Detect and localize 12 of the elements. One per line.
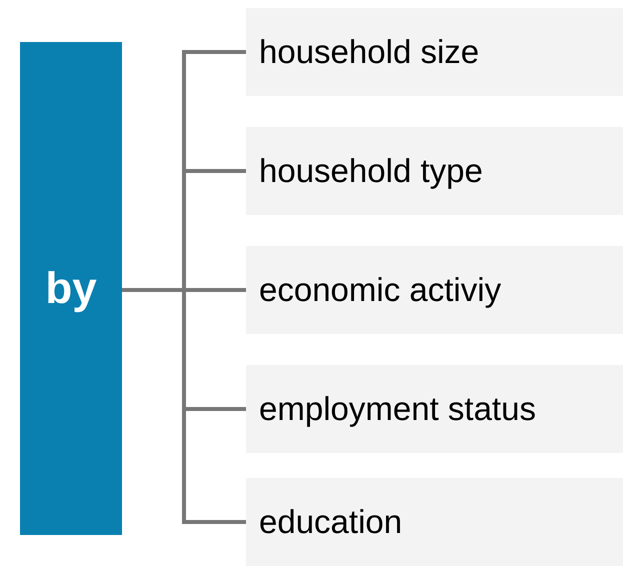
category-bar xyxy=(20,42,122,535)
item-box xyxy=(246,127,623,215)
item-box xyxy=(246,246,623,334)
item-label: education xyxy=(259,503,402,541)
item-label: household type xyxy=(259,152,483,190)
item-label: household size xyxy=(259,33,480,71)
item-box xyxy=(246,478,623,566)
category-label: by xyxy=(45,264,97,314)
item-label: employment status xyxy=(259,390,536,428)
item-box xyxy=(246,365,623,453)
item-box xyxy=(246,8,623,96)
item-label: economic activiy xyxy=(259,271,502,309)
